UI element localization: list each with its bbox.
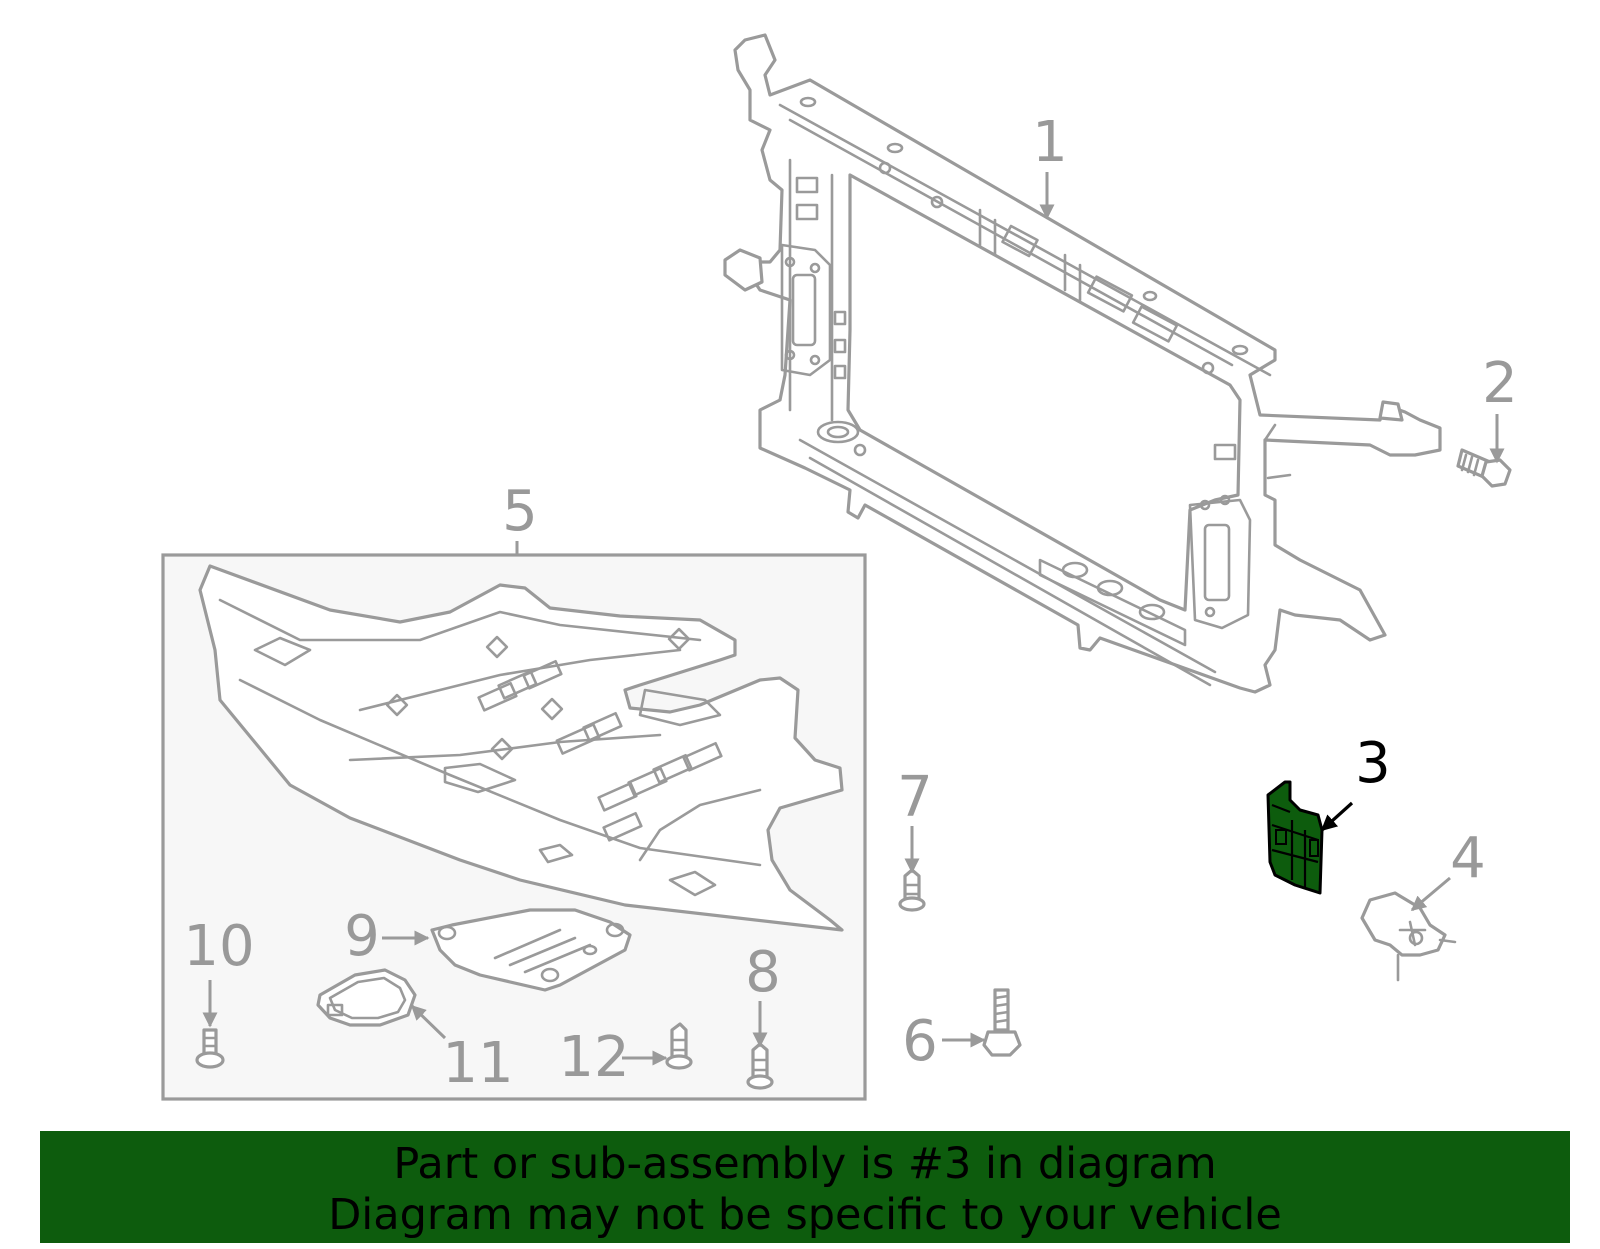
clip-part-12 <box>665 1022 693 1070</box>
banner-line-2: Diagram may not be specific to your vehi… <box>328 1190 1282 1240</box>
gasket-part-11 <box>316 968 417 1027</box>
bracket-part-4 <box>1360 891 1457 982</box>
bracket-part-3-highlighted <box>1266 780 1324 895</box>
callout-11-arrow <box>410 1004 447 1040</box>
callout-11-label: 11 <box>442 1031 513 1096</box>
cover-ribs <box>477 659 723 842</box>
callout-10-label: 10 <box>183 914 254 979</box>
callout-1-label: 1 <box>1032 110 1068 175</box>
bolt-part-6 <box>982 988 1022 1057</box>
banner-line-1: Part or sub-assembly is #3 in diagram <box>393 1139 1217 1189</box>
notice-banner: Part or sub-assembly is #3 in diagram Di… <box>40 1131 1570 1243</box>
callout-9-label: 9 <box>344 904 380 969</box>
under-cover-part-5 <box>198 564 844 932</box>
callout-12-label: 12 <box>558 1025 629 1090</box>
bolt-part-2 <box>1456 448 1512 488</box>
clip-part-10 <box>195 1028 225 1069</box>
callout-8-label: 8 <box>745 940 781 1005</box>
callout-7-label: 7 <box>897 765 933 830</box>
plate-part-9 <box>430 908 632 992</box>
clip-part-7 <box>898 868 926 912</box>
callout-3-label: 3 <box>1355 731 1391 796</box>
callout-4-arrow <box>1410 876 1451 912</box>
callout-4-label: 4 <box>1450 826 1486 891</box>
callout-3-arrow <box>1320 801 1354 832</box>
radiator-support-part-1 <box>723 33 1442 694</box>
callout-2-label: 2 <box>1482 351 1518 416</box>
callout-6-label: 6 <box>902 1009 938 1074</box>
clip-part-8 <box>746 1042 774 1090</box>
callout-5-label: 5 <box>502 479 538 544</box>
